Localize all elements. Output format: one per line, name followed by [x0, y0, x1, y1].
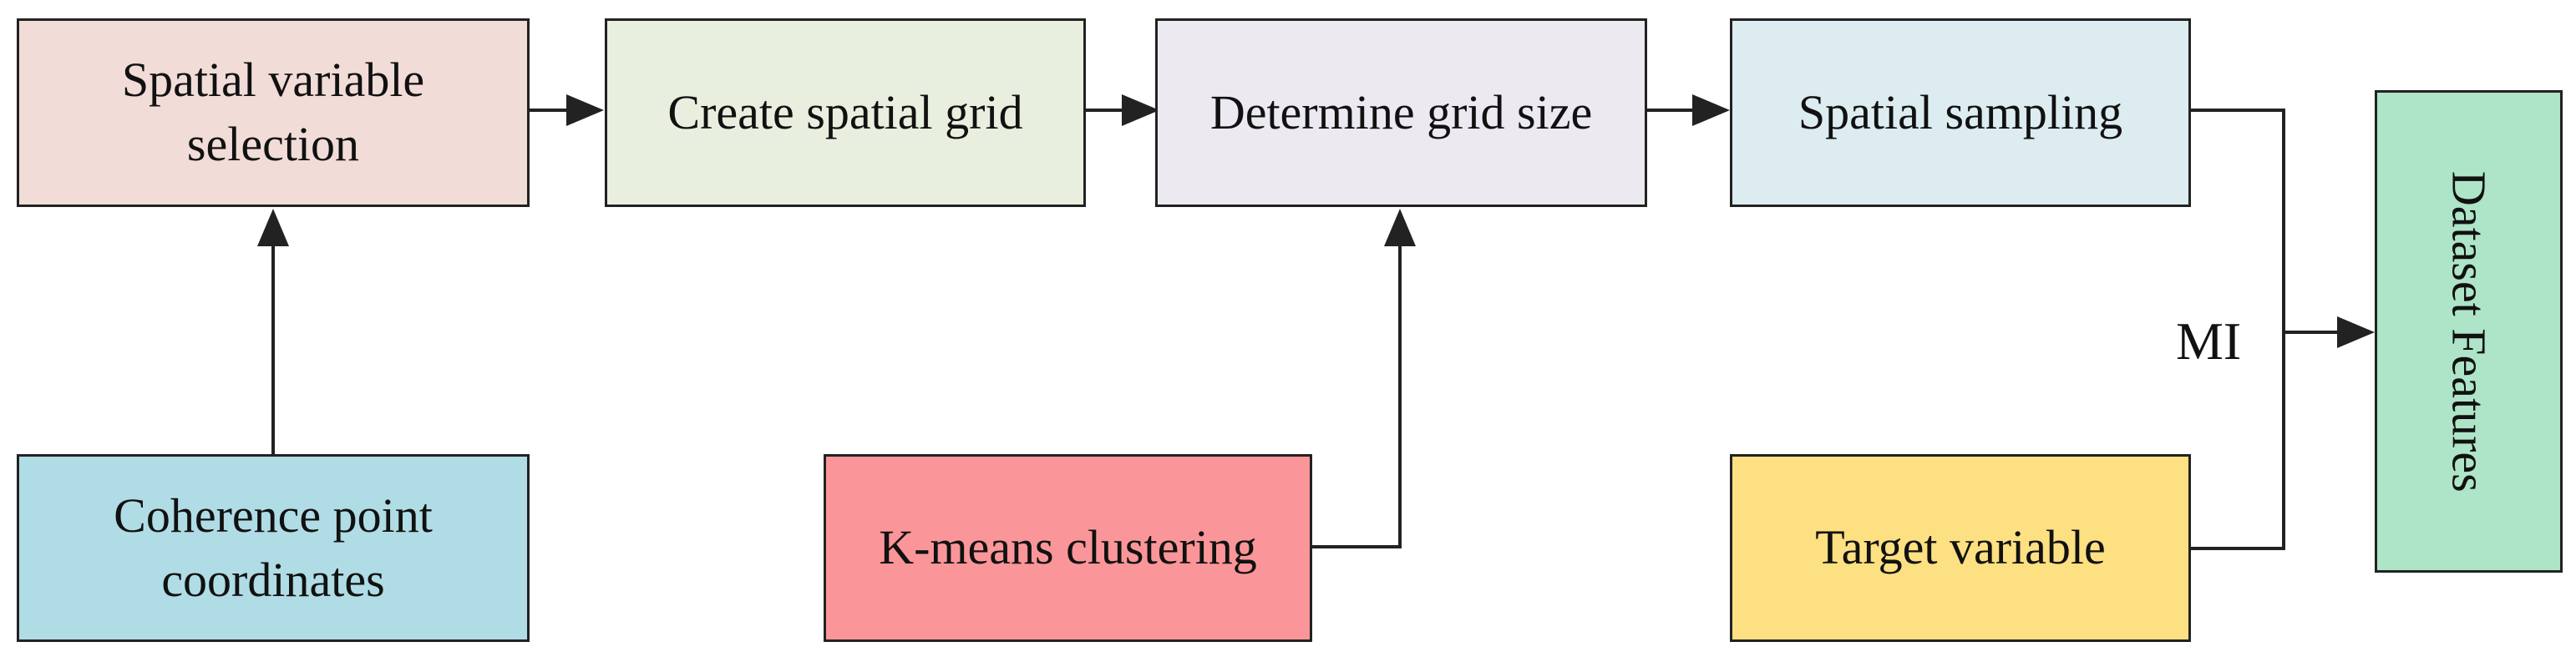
sampling-to-merge-line: [2189, 109, 2285, 334]
determine-grid-size-label: Determine grid size: [1209, 84, 1593, 139]
coherence-point-coordinates-label: Coherence point coordinates: [114, 488, 433, 607]
spatial-variable-selection-node: Spatial variable selection: [17, 18, 530, 207]
arrowhead-grid-to-size: [1122, 94, 1159, 126]
dataset-features-label: Dataset Features: [2442, 170, 2497, 493]
kmeans-clustering-node: K-means clustering: [824, 454, 1312, 642]
create-spatial-grid-node: Create spatial grid: [605, 18, 1086, 207]
target-to-merge-line: [2189, 331, 2285, 550]
kmeans-clustering-label: K-means clustering: [879, 520, 1257, 575]
spatial-sampling-node: Spatial sampling: [1730, 18, 2191, 207]
arrowhead-kmeans-to-size: [1384, 209, 1416, 246]
target-variable-label: Target variable: [1815, 520, 2106, 575]
arrowhead-selection-to-grid: [566, 94, 604, 126]
arrowhead-mi-to-dataset: [2337, 316, 2375, 348]
dataset-features-node: Dataset Features: [2375, 90, 2563, 573]
spatial-sampling-label: Spatial sampling: [1798, 84, 2123, 139]
mi-label: MI: [2176, 311, 2242, 371]
coherence-point-coordinates-node: Coherence point coordinates: [17, 454, 530, 642]
arrowhead-coherence-to-selection: [257, 209, 289, 246]
spatial-variable-selection-label: Spatial variable selection: [121, 53, 425, 171]
create-spatial-grid-label: Create spatial grid: [667, 84, 1023, 139]
arrow-kmeans-to-size: [1311, 245, 1402, 548]
determine-grid-size-node: Determine grid size: [1155, 18, 1647, 207]
arrowhead-size-to-sampling: [1692, 94, 1730, 126]
target-variable-node: Target variable: [1730, 454, 2191, 642]
